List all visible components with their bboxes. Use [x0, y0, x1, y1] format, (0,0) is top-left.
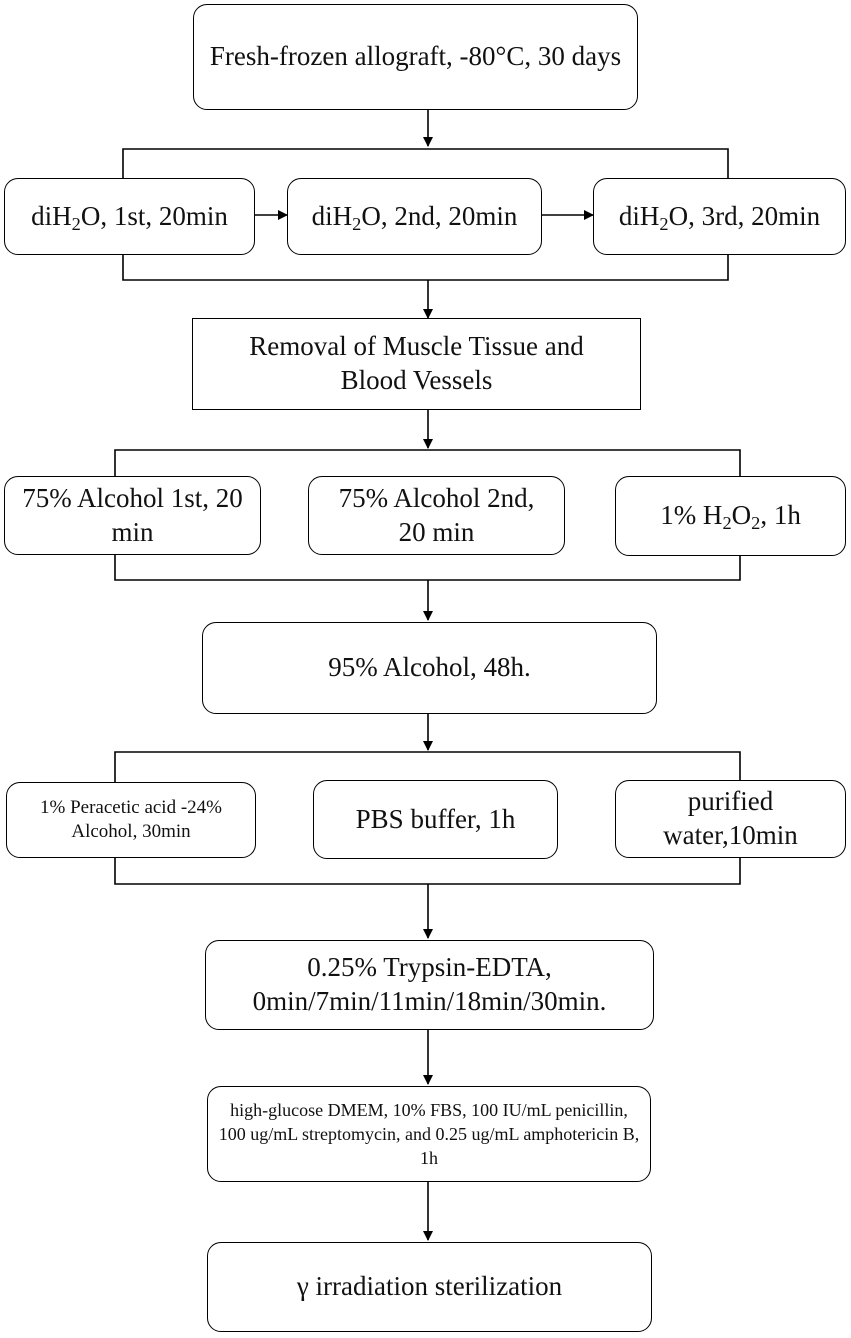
alcohol-2-label: 75% Alcohol 2nd, 20 min	[338, 482, 535, 547]
step-purified-water: purified water,10min	[615, 780, 846, 858]
alcohol-bracket-bottom	[114, 555, 741, 581]
wash-2-post: O, 2nd, 20min	[361, 200, 518, 231]
step-hydrogen-peroxide: 1% H2O2, 1h	[615, 476, 846, 556]
step-wash-2: diH2O, 2nd, 20min	[287, 178, 542, 255]
treatment-bracket-bottom	[114, 858, 741, 885]
step-alcohol-75-second: 75% Alcohol 2nd, 20 min	[308, 476, 565, 555]
wash-bracket-bottom	[122, 255, 729, 281]
step-fresh-frozen-allograft: Fresh-frozen allograft, -80°C, 30 days	[193, 4, 638, 110]
dmem-label: high-glucose DMEM, 10% FBS, 100 IU/mL pe…	[218, 1099, 640, 1169]
wash-1-sub: 2	[71, 213, 81, 234]
step-trypsin-edta: 0.25% Trypsin-EDTA, 0min/7min/11min/18mi…	[205, 940, 654, 1030]
peracetic-label: 1% Peracetic acid -24% Alcohol, 30min	[40, 797, 222, 842]
wash-2-pre: diH	[311, 200, 353, 231]
wash-3-post: O, 3rd, 20min	[668, 200, 821, 231]
step-dmem-antibiotics: high-glucose DMEM, 10% FBS, 100 IU/mL pe…	[207, 1086, 651, 1182]
wash-1-post: O, 1st, 20min	[80, 200, 228, 231]
pbs-label: PBS buffer, 1h	[355, 803, 516, 834]
wash-3-sub: 2	[659, 213, 669, 234]
trypsin-label: 0.25% Trypsin-EDTA, 0min/7min/11min/18mi…	[252, 952, 607, 1016]
wash-bracket	[122, 148, 729, 178]
step-wash-1: diH2O, 1st, 20min	[4, 178, 255, 255]
step-removal-muscle-vessels: Removal of Muscle Tissue and Blood Vesse…	[192, 318, 641, 410]
step-peracetic-acid: 1% Peracetic acid -24% Alcohol, 30min	[6, 782, 256, 858]
wash-1-pre: diH	[31, 200, 72, 231]
h2o2-pre: 1% H	[660, 500, 723, 531]
alcohol-1-label: 75% Alcohol 1st, 20 min	[22, 482, 243, 547]
alcohol-95-label: 95% Alcohol, 48h.	[328, 652, 531, 683]
wash-3-pre: diH	[618, 200, 660, 231]
step-gamma-irradiation: γ irradiation sterilization	[207, 1242, 652, 1332]
step-wash-3: diH2O, 3rd, 20min	[593, 178, 846, 255]
step-fresh-frozen-label: Fresh-frozen allograft, -80°C, 30 days	[209, 41, 622, 72]
irradiation-label: γ irradiation sterilization	[296, 1271, 563, 1302]
h2o2-sub1: 2	[722, 513, 732, 534]
h2o2-post: , 1h	[760, 500, 801, 531]
step-removal-label: Removal of Muscle Tissue and Blood Vesse…	[249, 331, 584, 395]
step-alcohol-75-first: 75% Alcohol 1st, 20 min	[4, 476, 261, 555]
h2o2-sub2: 2	[751, 513, 761, 534]
purified-water-label: purified water,10min	[663, 786, 798, 850]
step-alcohol-95: 95% Alcohol, 48h.	[202, 622, 657, 714]
alcohol-bracket	[114, 449, 741, 476]
treatment-bracket	[114, 751, 741, 782]
wash-2-sub: 2	[352, 213, 362, 234]
step-pbs-buffer: PBS buffer, 1h	[313, 780, 558, 859]
h2o2-mid: O	[731, 500, 752, 531]
